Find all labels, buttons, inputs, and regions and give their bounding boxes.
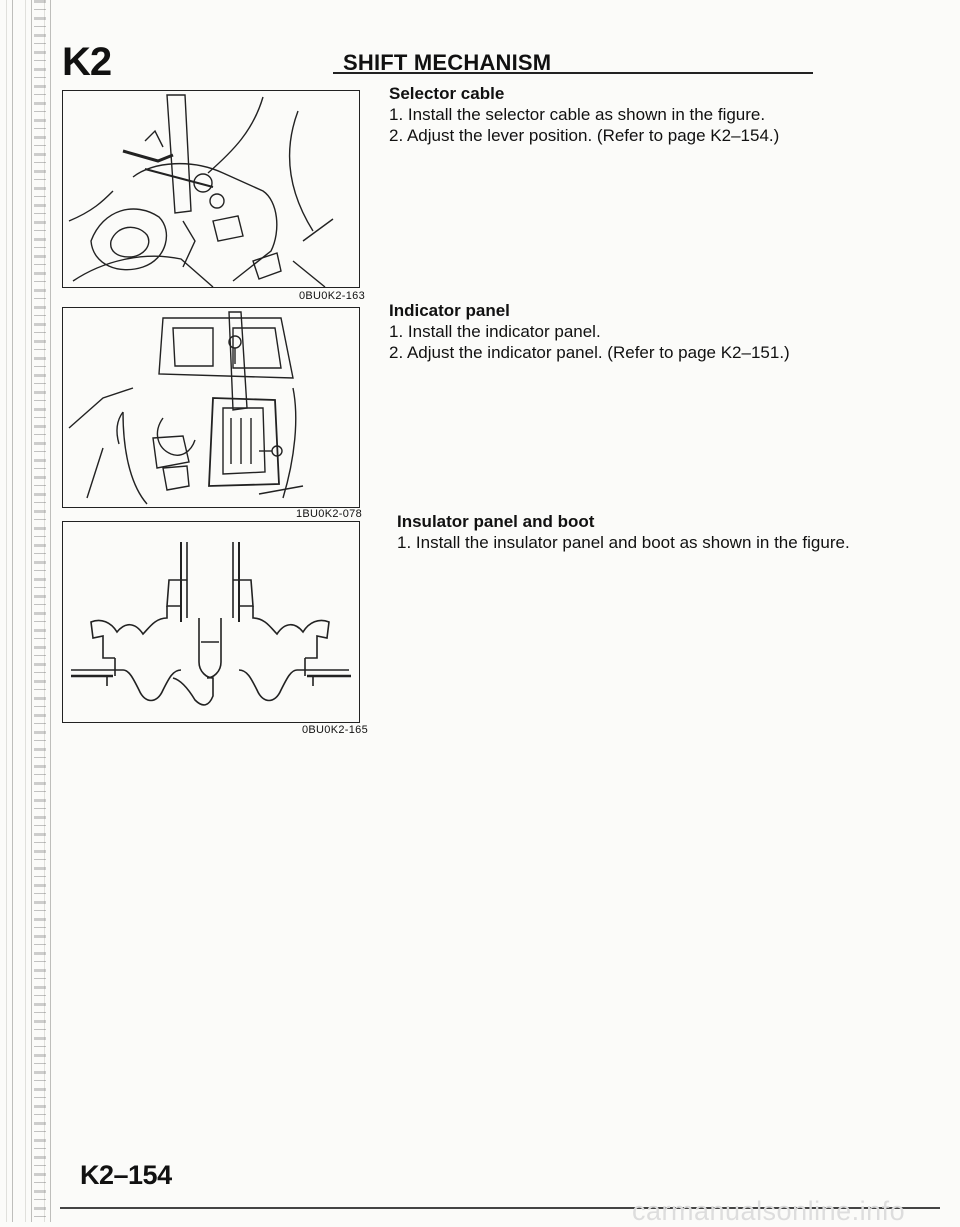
page-binding-edge	[0, 0, 60, 1222]
section-title: SHIFT MECHANISM	[343, 50, 552, 75]
section-code: K2	[62, 40, 112, 84]
section-indicator-panel: Indicator panel 1. Install the indicator…	[389, 300, 790, 363]
selector-cable-illustration	[68, 94, 334, 287]
section-insulator-panel-boot: Insulator panel and boot 1. Install the …	[397, 511, 850, 553]
section-heading: Insulator panel and boot	[397, 512, 595, 531]
step-text: 1. Install the selector cable as shown i…	[389, 105, 766, 124]
step-text: 2. Adjust the indicator panel. (Refer to…	[389, 343, 790, 362]
page-binding-texture	[34, 0, 46, 1222]
figure-code: 1BU0K2-078	[296, 508, 362, 520]
figure-indicator-panel	[62, 307, 360, 508]
page-number: K2–154	[80, 1160, 172, 1190]
figure-selector-cable	[62, 90, 360, 288]
indicator-panel-illustration	[68, 311, 304, 505]
step-text: 1. Install the insulator panel and boot …	[397, 533, 850, 552]
figure-code: 0BU0K2-165	[302, 724, 368, 736]
step-text: 1. Install the indicator panel.	[389, 322, 601, 341]
section-heading: Indicator panel	[389, 301, 510, 320]
insulator-boot-illustration	[71, 542, 351, 706]
footer-rule	[60, 1207, 940, 1209]
figure-code: 0BU0K2-163	[299, 290, 365, 302]
section-selector-cable: Selector cable 1. Install the selector c…	[389, 83, 779, 146]
section-heading: Selector cable	[389, 84, 505, 103]
watermark-text: carmanualsonline.info	[632, 1196, 906, 1226]
figure-insulator-boot	[62, 521, 360, 723]
header-rule	[333, 72, 813, 74]
step-text: 2. Adjust the lever position. (Refer to …	[389, 126, 780, 145]
